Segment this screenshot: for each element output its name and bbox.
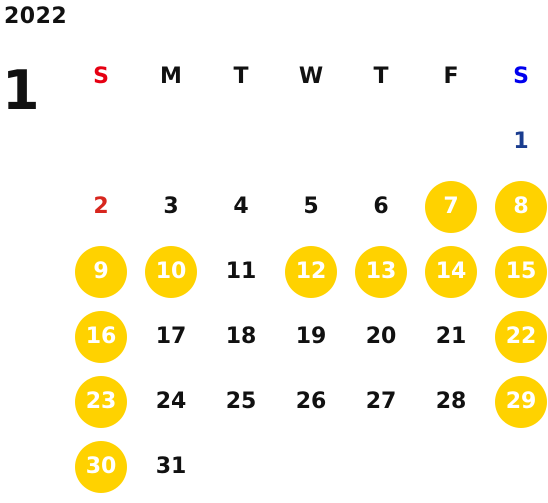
weekday-label: M: [160, 64, 182, 89]
day-cell: 27: [346, 369, 416, 434]
day-cell: 11: [206, 239, 276, 304]
day-cell: 22: [486, 304, 548, 369]
day-cell: 26: [276, 369, 346, 434]
highlighted-day: 23: [75, 375, 127, 428]
weekday-label: S: [513, 64, 529, 89]
day-cell: 15: [486, 239, 548, 304]
day-cell: 10: [136, 239, 206, 304]
day-cell: 20: [346, 304, 416, 369]
day-number: 19: [295, 324, 327, 349]
day-cell: 25: [206, 369, 276, 434]
weekday-header: F: [416, 44, 486, 109]
day-cell: 12: [276, 239, 346, 304]
weekday-label: W: [298, 64, 324, 89]
day-number: 6: [373, 194, 389, 219]
day-cell: 3: [136, 174, 206, 239]
day-number: 17: [155, 324, 187, 349]
day-cell: 2: [66, 174, 136, 239]
highlighted-day: 13: [355, 245, 407, 298]
day-cell: 28: [416, 369, 486, 434]
day-cell: 24: [136, 369, 206, 434]
day-number: 20: [365, 324, 397, 349]
weekday-label: T: [233, 64, 249, 89]
day-number: 3: [163, 194, 179, 219]
day-cell: 31: [136, 434, 206, 499]
weekday-header: T: [346, 44, 416, 109]
highlighted-day: 22: [495, 310, 547, 363]
weekday-header: T: [206, 44, 276, 109]
empty-cell: [416, 109, 486, 174]
day-cell: 18: [206, 304, 276, 369]
day-cell: 8: [486, 174, 548, 239]
day-number: 4: [233, 194, 249, 219]
day-number: 31: [155, 454, 187, 479]
weekday-label: S: [93, 64, 109, 89]
day-number: 1: [513, 129, 529, 154]
day-cell: 29: [486, 369, 548, 434]
day-cell: 1: [486, 109, 548, 174]
day-number: 21: [435, 324, 467, 349]
highlighted-day: 15: [495, 245, 547, 298]
day-cell: 7: [416, 174, 486, 239]
highlighted-day: 7: [425, 180, 477, 233]
day-number: 25: [225, 389, 257, 414]
day-cell: 9: [66, 239, 136, 304]
empty-cell: [346, 109, 416, 174]
day-cell: 21: [416, 304, 486, 369]
weekday-label: F: [443, 64, 459, 89]
highlighted-day: 12: [285, 245, 337, 298]
calendar-year: 2022: [4, 4, 68, 29]
day-number: 27: [365, 389, 397, 414]
day-cell: 6: [346, 174, 416, 239]
day-number: 2: [93, 194, 109, 219]
empty-cell: [206, 109, 276, 174]
day-cell: 17: [136, 304, 206, 369]
highlighted-day: 10: [145, 245, 197, 298]
highlighted-day: 14: [425, 245, 477, 298]
empty-cell: [136, 109, 206, 174]
day-cell: 19: [276, 304, 346, 369]
day-cell: 5: [276, 174, 346, 239]
day-number: 18: [225, 324, 257, 349]
day-cell: 4: [206, 174, 276, 239]
calendar-month: 1: [2, 59, 40, 122]
day-cell: 30: [66, 434, 136, 499]
day-cell: 16: [66, 304, 136, 369]
day-cell: 14: [416, 239, 486, 304]
highlighted-day: 29: [495, 375, 547, 428]
weekday-label: T: [373, 64, 389, 89]
highlighted-day: 30: [75, 440, 127, 493]
highlighted-day: 9: [75, 245, 127, 298]
day-number: 5: [303, 194, 319, 219]
empty-cell: [66, 109, 136, 174]
day-number: 11: [225, 259, 257, 284]
weekday-header: S: [486, 44, 548, 109]
day-cell: 23: [66, 369, 136, 434]
weekday-header: M: [136, 44, 206, 109]
day-number: 24: [155, 389, 187, 414]
highlighted-day: 16: [75, 310, 127, 363]
day-number: 26: [295, 389, 327, 414]
weekday-header: S: [66, 44, 136, 109]
weekday-header: W: [276, 44, 346, 109]
highlighted-day: 8: [495, 180, 547, 233]
day-number: 28: [435, 389, 467, 414]
day-cell: 13: [346, 239, 416, 304]
empty-cell: [276, 109, 346, 174]
